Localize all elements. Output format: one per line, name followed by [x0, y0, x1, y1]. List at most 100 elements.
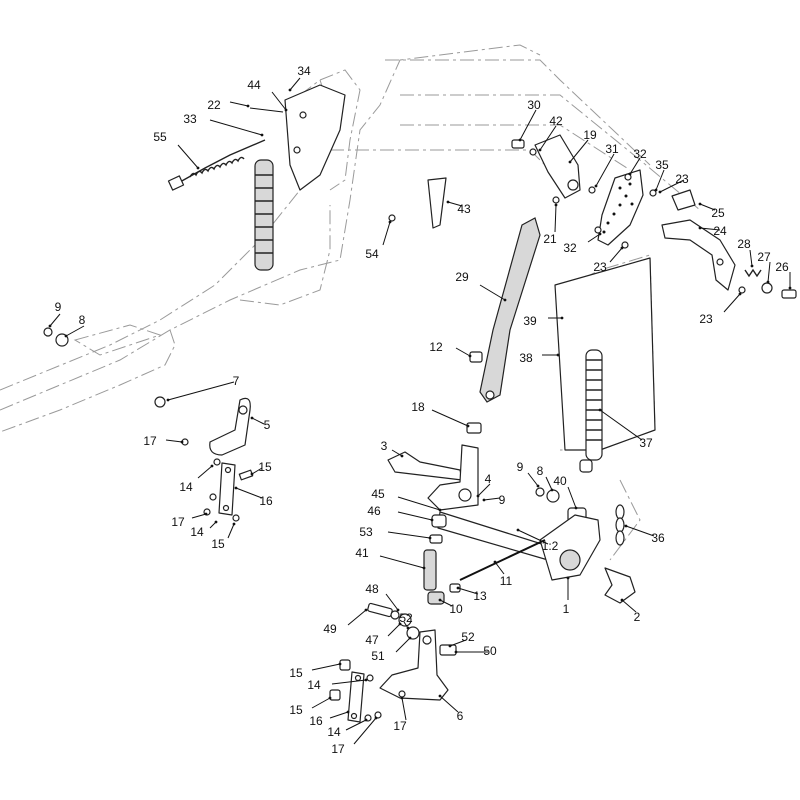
callout-leader-c12: [455, 347, 471, 357]
callout-label-c2: 2: [634, 610, 641, 624]
pedal-24: [661, 219, 736, 291]
callout-dot-c34: [288, 88, 292, 92]
callout-leader-c14c: [331, 679, 367, 685]
callout-leader-c5: [251, 417, 265, 425]
callout-label-c16b: 16: [309, 714, 323, 728]
callout-dot-c9a: [48, 324, 52, 328]
callout-label-c44: 44: [247, 78, 261, 92]
callout-leader-c9a: [49, 313, 61, 327]
callout-dot-c15c: [338, 662, 342, 666]
spring-37: [585, 349, 603, 461]
callout-leader-c30: [519, 109, 537, 141]
callout-dot-c13: [456, 586, 460, 590]
callout-label-c53: 53: [359, 525, 373, 539]
quadrant-plate: [597, 169, 644, 246]
callout-dot-c14c: [364, 678, 368, 682]
callout-label-c55: 55: [153, 130, 167, 144]
callout-dot-c53: [428, 536, 432, 540]
callout-leader-c46: [397, 511, 433, 521]
callout-label-c36: 36: [651, 531, 665, 545]
pedal-pad-25: [671, 189, 696, 211]
callout-leader-c40: [567, 486, 577, 509]
callout-label-c5: 5: [264, 418, 271, 432]
callout-dot-c23b: [620, 246, 624, 250]
callout-dot-c37: [598, 408, 602, 412]
callout-leader-c31: [595, 153, 615, 187]
callout-dot-c24: [698, 226, 702, 230]
callout-label-c39: 39: [523, 314, 537, 328]
callout-label-c37: 37: [639, 436, 653, 450]
callout-label-c9a: 9: [55, 300, 62, 314]
callout-leader-c18: [431, 409, 469, 427]
callout-leader-c33: [209, 119, 263, 136]
callout-label-c30: 30: [527, 98, 541, 112]
callout-label-c18: 18: [411, 400, 425, 414]
callout-dot-c49: [364, 608, 368, 612]
callout-leader-c3: [391, 449, 403, 457]
callout-dot-c12: [468, 354, 472, 358]
callout-dot-c10: [438, 598, 442, 602]
callout-dot-c28: [750, 264, 754, 268]
callout-dot-c31: [594, 184, 598, 188]
callout-label-c50: 50: [483, 644, 497, 658]
callout-dot-c5: [250, 416, 254, 420]
callout-leader-c55: [177, 144, 199, 169]
callout-label-c54: 54: [365, 247, 379, 261]
parts-central: [387, 444, 636, 605]
crank-3: [387, 451, 463, 481]
callout-leader-c2: [621, 599, 637, 613]
callout-dot-c50: [454, 650, 458, 654]
callout-leader-c53: [387, 531, 431, 539]
callout-label-c11: 11: [500, 574, 513, 588]
callout-label-c43: 43: [457, 202, 471, 216]
callout-label-c48: 48: [365, 582, 379, 596]
callout-dot-c32a: [628, 172, 632, 176]
callout-label-c10: 10: [449, 602, 463, 616]
callout-dot-c16b: [346, 710, 350, 714]
callout-leader-c17a: [165, 439, 183, 443]
callout-label-c12ratio: 1:2: [542, 539, 559, 553]
callout-label-c52a: 52: [399, 611, 413, 625]
callout-label-c16a: 16: [259, 494, 273, 508]
callout-dot-c41: [422, 566, 426, 570]
callout-dot-c6: [438, 694, 442, 698]
callout-leader-c19: [569, 139, 589, 163]
callout-leader-c49: [347, 609, 367, 626]
callout-label-c1: 1: [563, 602, 570, 616]
callout-label-c4: 4: [485, 472, 492, 486]
callout-leader-c6: [439, 695, 459, 713]
callout-dot-c2: [620, 598, 624, 602]
callout-dot-c14a: [210, 464, 214, 468]
callout-dot-c17b: [204, 512, 208, 516]
callout-leader-c27: [767, 261, 771, 283]
callout-dot-c15a: [250, 472, 254, 476]
callout-dot-c9c: [536, 484, 540, 488]
callout-leader-c16b: [329, 711, 349, 719]
callout-label-c34: 34: [297, 64, 311, 78]
callout-leader-c8b: [545, 476, 553, 491]
crank-6: [379, 629, 449, 701]
callout-dot-c43: [446, 200, 450, 204]
callout-label-c25: 25: [711, 206, 725, 220]
callout-leader-c4: [477, 483, 491, 497]
callout-dot-c51: [408, 636, 412, 640]
callout-leader-c47: [387, 623, 401, 637]
callout-leader-c15b: [227, 523, 235, 539]
callout-leader-c9b: [483, 497, 501, 501]
mount-bracket: [284, 84, 346, 191]
callout-label-c38: 38: [519, 351, 533, 365]
callout-dot-c9b: [482, 498, 486, 502]
callout-dot-c47: [398, 622, 402, 626]
callout-dot-c45: [438, 508, 442, 512]
callout-dot-c15d: [328, 696, 332, 700]
callout-dot-c39: [560, 316, 564, 320]
callout-leader-c37: [599, 409, 643, 441]
callout-leader-c48: [385, 593, 399, 611]
callout-leader-c15c: [311, 663, 341, 671]
callout-dot-c4: [476, 494, 480, 498]
callout-leader-c42: [539, 125, 557, 151]
callout-label-c14a: 14: [179, 480, 193, 494]
callout-label-c52b: 52: [461, 630, 475, 644]
callout-dot-c54: [388, 220, 392, 224]
callout-label-c7: 7: [233, 374, 240, 388]
